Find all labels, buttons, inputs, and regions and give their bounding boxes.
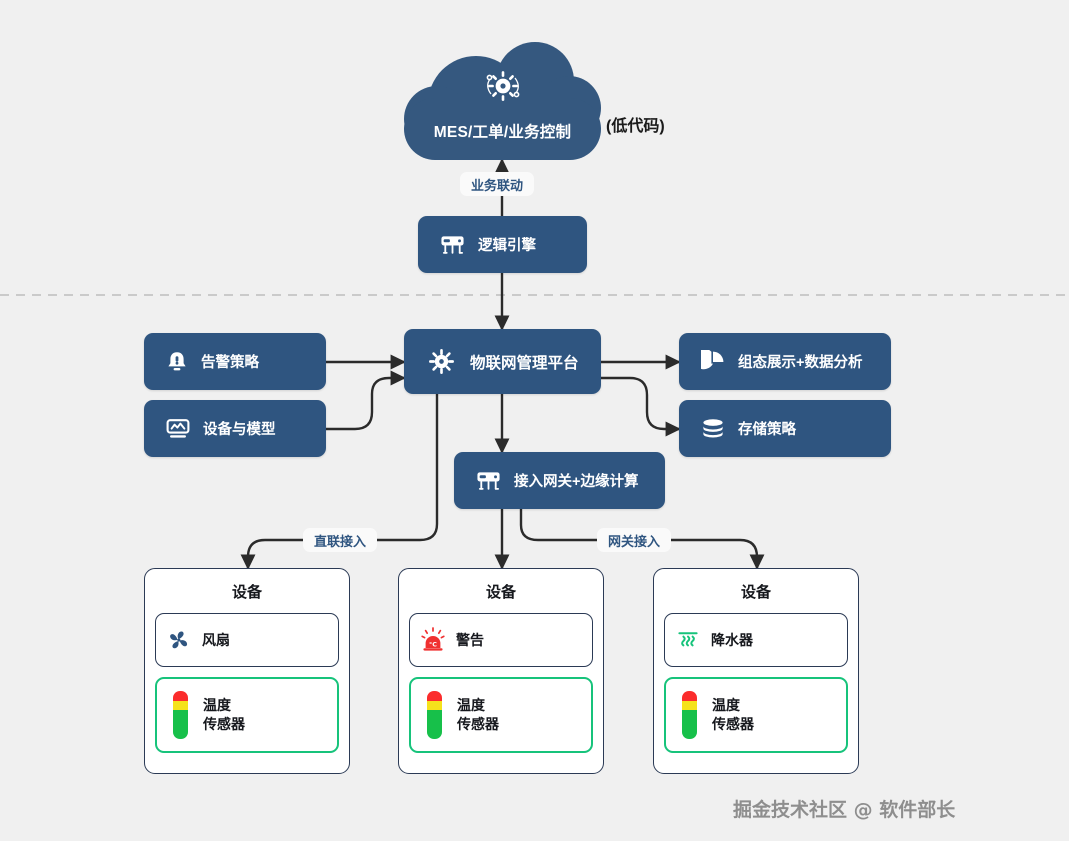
node-access-gateway[interactable]: 接入网关+边缘计算: [454, 452, 665, 509]
edge-label-gateway-access: 网关接入: [597, 528, 672, 552]
gateway-device-icon: [440, 234, 465, 256]
pie-chart-icon: [701, 349, 725, 374]
iot-gear-icon: [483, 66, 523, 111]
device-item-label-line2: 传感器: [457, 716, 499, 732]
node-access-gateway-label: 接入网关+边缘计算: [514, 474, 639, 490]
temperature-gauge-icon: [411, 691, 457, 739]
device-item-temperature-sensor[interactable]: 温度 传感器: [664, 677, 848, 753]
node-scada-analytics-label: 组态展示+数据分析: [738, 355, 863, 371]
device-item-label-line1: 温度: [457, 697, 485, 714]
device-item-label: 警告: [456, 631, 484, 648]
database-icon: [701, 418, 725, 440]
cloud-base: [404, 98, 601, 160]
device-item-label-line2: 传感器: [203, 716, 245, 732]
iot-gear-icon: [426, 346, 457, 377]
temperature-gauge-icon: [666, 691, 712, 739]
device-item-label: 温度 传感器: [712, 696, 754, 734]
device-card-title: 设备: [231, 584, 262, 601]
watermark: 掘金技术社区 @ 软件部长: [733, 799, 956, 821]
node-storage-policy-label: 存储策略: [738, 422, 796, 438]
node-device-model-label: 设备与模型: [203, 422, 276, 438]
device-card[interactable]: 设备 风扇 温度 传感器: [144, 568, 350, 774]
device-card[interactable]: 设备 °C 警告: [398, 568, 604, 774]
device-item-sprinkler[interactable]: 降水器: [664, 613, 848, 667]
device-item-label: 降水器: [711, 631, 753, 648]
node-iot-platform-label: 物联网管理平台: [470, 354, 579, 372]
edge-label-direct-access: 直联接入: [303, 528, 378, 552]
node-logic-engine-label: 逻辑引擎: [478, 238, 536, 254]
svg-text:°C: °C: [429, 640, 437, 648]
device-card-title: 设备: [485, 584, 516, 601]
device-item-label-line1: 温度: [712, 697, 740, 714]
device-item-label-line1: 温度: [203, 697, 231, 714]
device-item-fan[interactable]: 风扇: [155, 613, 339, 667]
cloud-label: MES/工单/业务控制: [433, 124, 572, 141]
wire-platform-storage: [587, 370, 681, 437]
temperature-gauge-icon: [157, 691, 203, 739]
device-card[interactable]: 设备 降水器 温度 传感器: [653, 568, 859, 774]
device-item-alarm[interactable]: °C 警告: [409, 613, 593, 667]
gateway-device-icon: [476, 470, 501, 492]
node-alarm-policy-label: 告警策略: [201, 355, 259, 371]
node-iot-platform[interactable]: 物联网管理平台: [404, 329, 601, 394]
device-item-label: 温度 传感器: [457, 696, 499, 734]
edge-label-business-link: 业务联动: [460, 172, 535, 196]
device-model-icon: [166, 418, 190, 439]
bell-icon: [166, 350, 188, 373]
node-device-model[interactable]: 设备与模型: [144, 400, 326, 457]
device-card-title: 设备: [740, 584, 771, 601]
node-alarm-policy[interactable]: 告警策略: [144, 333, 326, 390]
lowcode-annotation: (低代码): [606, 118, 665, 135]
node-logic-engine[interactable]: 逻辑引擎: [418, 216, 587, 273]
device-item-label: 风扇: [202, 631, 230, 648]
wire-devicemodel-platform: [312, 370, 406, 437]
device-item-temperature-sensor[interactable]: 温度 传感器: [155, 677, 339, 753]
cloud-node-mes[interactable]: MES/工单/业务控制: [404, 42, 601, 160]
device-item-temperature-sensor[interactable]: 温度 传感器: [409, 677, 593, 753]
node-storage-policy[interactable]: 存储策略: [679, 400, 891, 457]
device-item-label: 温度 传感器: [203, 696, 245, 734]
node-scada-analytics[interactable]: 组态展示+数据分析: [679, 333, 891, 390]
fan-icon: [156, 626, 202, 654]
sprinkler-icon: [665, 627, 711, 653]
device-item-label-line2: 传感器: [712, 716, 754, 732]
alarm-siren-icon: °C: [410, 626, 456, 654]
